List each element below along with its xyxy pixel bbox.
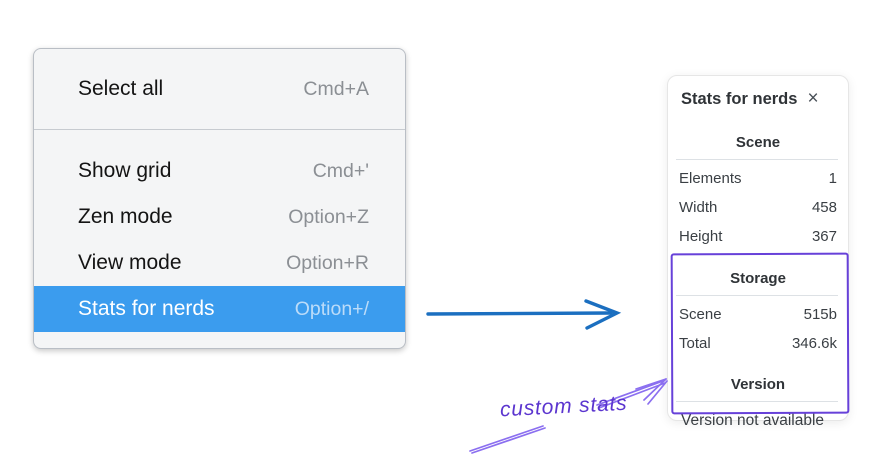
menu-item-select-all[interactable]: Select all Cmd+A (34, 66, 405, 112)
stat-row: Total 346.6k (668, 334, 848, 354)
menu-item-label: View mode (78, 251, 182, 274)
menu-item-zen-mode[interactable]: Zen mode Option+Z (34, 194, 405, 240)
section-divider (676, 401, 838, 402)
menu-item-shortcut: Option+/ (294, 297, 369, 320)
stat-value: 346.6k (791, 335, 837, 352)
stat-value: 1 (828, 170, 837, 187)
context-menu: Select all Cmd+A Show grid Cmd+' Zen mod… (33, 48, 406, 349)
stats-panel: Stats for nerds × Scene Elements 1 Width… (667, 75, 849, 429)
stat-value: 515b (803, 306, 837, 323)
stat-value: 367 (811, 228, 837, 245)
stat-label: Scene (679, 306, 722, 323)
section-heading: Scene (735, 134, 781, 151)
stats-section-scene: Scene Elements 1 Width 458 Height 367 (668, 133, 848, 247)
menu-item-label: Select all (78, 77, 164, 100)
custom-stats-label: custom stats (499, 391, 628, 422)
stat-label: Height (679, 228, 723, 245)
menu-item-shortcut: Option+R (286, 251, 369, 274)
stats-panel-title: Stats for nerds (681, 90, 798, 108)
menu-item-shortcut: Cmd+' (312, 159, 369, 182)
menu-item-label: Show grid (78, 159, 172, 182)
version-note: Version not available (681, 412, 825, 429)
menu-divider (34, 129, 405, 130)
section-divider (676, 295, 838, 296)
menu-item-show-grid[interactable]: Show grid Cmd+' (34, 148, 405, 194)
menu-item-label: Zen mode (78, 205, 173, 228)
stat-row: Elements 1 (668, 169, 848, 189)
stat-row: Height 367 (668, 227, 848, 247)
menu-item-view-mode[interactable]: View mode Option+R (34, 240, 405, 286)
menu-section-bottom: Show grid Cmd+' Zen mode Option+Z View m… (34, 130, 405, 332)
menu-item-shortcut: Cmd+A (303, 77, 369, 100)
stat-label: Total (679, 335, 711, 352)
stat-label: Elements (679, 170, 742, 187)
section-divider (676, 159, 838, 160)
menu-item-label: Stats for nerds (78, 297, 215, 320)
stat-row: Width 458 (668, 198, 848, 218)
stats-panel-header: Stats for nerds × (668, 76, 848, 110)
blue-arrow (426, 299, 622, 330)
stat-value: 458 (811, 199, 837, 216)
close-icon[interactable]: × (807, 88, 819, 109)
stat-label: Width (679, 199, 718, 216)
menu-section-top: Select all Cmd+A (34, 49, 405, 129)
menu-item-shortcut: Option+Z (288, 205, 369, 228)
section-heading: Version (730, 376, 786, 393)
stats-section-version: Version Version not available (668, 375, 848, 431)
menu-item-stats-for-nerds[interactable]: Stats for nerds Option+/ (34, 286, 405, 332)
stats-section-storage: Storage Scene 515b Total 346.6k (668, 269, 848, 354)
stat-row: Scene 515b (668, 305, 848, 325)
section-heading: Storage (730, 270, 786, 287)
